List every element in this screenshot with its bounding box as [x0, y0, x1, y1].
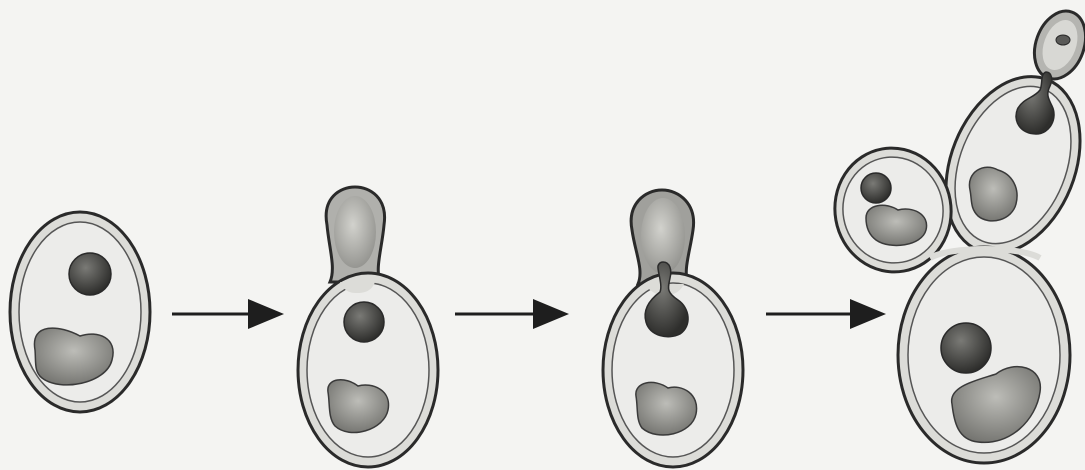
- mother-nucleus: [941, 323, 991, 373]
- terminal-bud-vacuole: [1056, 35, 1070, 45]
- left-nucleus: [861, 173, 891, 203]
- stage-1-cell: [10, 212, 150, 412]
- bud-interior: [334, 196, 376, 268]
- stage-2-cell: [298, 187, 438, 467]
- stage-3-cell: [603, 190, 743, 467]
- left-vacuole: [866, 205, 927, 245]
- nucleus: [344, 302, 384, 342]
- nucleus: [69, 253, 111, 295]
- vacuole: [636, 382, 697, 435]
- stage-4-colony: [825, 4, 1085, 463]
